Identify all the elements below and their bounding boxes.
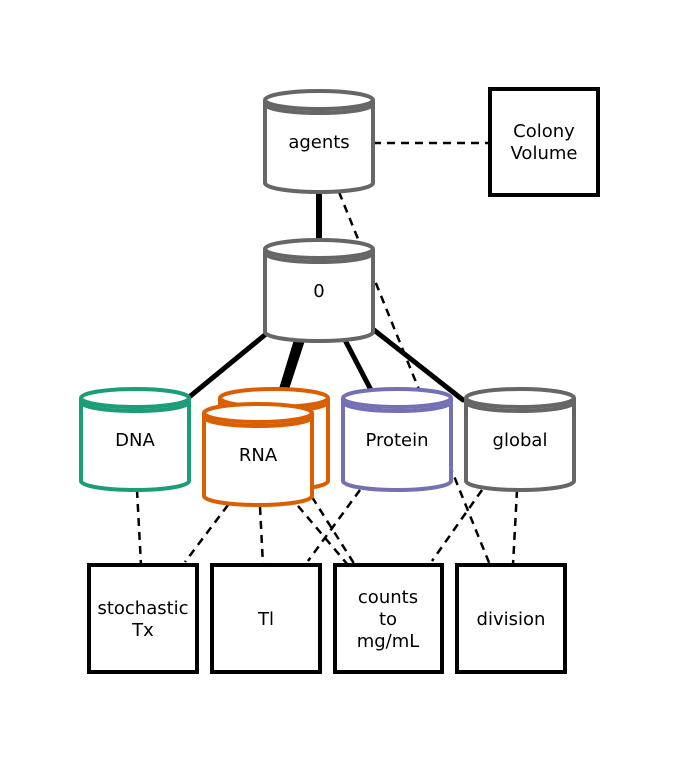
- cylinder-rim: [202, 416, 314, 428]
- cylinder-body: [79, 398, 191, 492]
- process-stochastic-tx[interactable]: stochastic Tx: [87, 563, 199, 674]
- edge-dna-stochastic-tx: [135, 489, 143, 566]
- cylinder-body: [263, 249, 375, 343]
- cylinder-body: [341, 398, 453, 492]
- process-colony-volume[interactable]: Colony Volume: [488, 87, 600, 197]
- process-label-counts-2: to: [379, 609, 397, 630]
- edge-global-division: [511, 489, 519, 566]
- cylinder-top: [202, 402, 314, 424]
- process-counts[interactable]: counts to mg/mL: [333, 563, 444, 674]
- cylinder-rim: [263, 103, 375, 115]
- store-label-protein: Protein: [365, 430, 428, 451]
- edge-protein-tl: [306, 489, 362, 562]
- cylinder-body: [263, 100, 375, 194]
- process-label-colony-volume-2: Volume: [511, 143, 578, 164]
- cylinder-top: [263, 238, 375, 260]
- process-label-division: division: [477, 609, 546, 630]
- store-dna[interactable]: [79, 387, 191, 492]
- process-box: [87, 563, 199, 674]
- cylinder-top: [341, 387, 453, 409]
- process-label-counts-1: counts: [358, 587, 418, 608]
- process-box: [333, 563, 444, 674]
- cylinder-rim: [263, 252, 375, 264]
- store-label-agents: agents: [288, 132, 349, 153]
- hierarchy-edges: [185, 189, 466, 415]
- process-edges: [135, 141, 519, 566]
- process-division[interactable]: division: [455, 563, 567, 674]
- edge-rna-stochastic-tx: [184, 504, 229, 563]
- store-zero[interactable]: [263, 238, 375, 343]
- cylinder-top: [464, 387, 576, 409]
- edge-agents-division: [337, 191, 492, 566]
- cylinder-top: [263, 89, 375, 111]
- cylinder-rim: [464, 401, 576, 413]
- cylinder-rim: [79, 401, 191, 413]
- process-box: [488, 87, 600, 197]
- edge-global-counts: [430, 489, 484, 562]
- process-label-stochastic-tx-1: stochastic: [97, 598, 188, 619]
- store-label-rna: RNA: [239, 445, 278, 466]
- process-tl[interactable]: Tl: [210, 563, 322, 674]
- store-label-dna: DNA: [115, 430, 155, 451]
- process-label-stochastic-tx-2: Tx: [131, 620, 154, 641]
- edge-0-protein: [342, 337, 375, 395]
- store-rna[interactable]: [202, 402, 314, 507]
- store-agents[interactable]: [263, 89, 375, 194]
- process-label-tl: Tl: [257, 609, 274, 630]
- process-label-colony-volume-1: Colony: [513, 121, 575, 142]
- store-protein[interactable]: [341, 387, 453, 492]
- cylinder-body: [202, 413, 314, 507]
- cylinder-body: [464, 398, 576, 492]
- edge-rna-tl: [258, 506, 265, 566]
- process-box: [455, 563, 567, 674]
- cylinder-rim: [341, 401, 453, 413]
- process-label-counts-3: mg/mL: [357, 631, 420, 652]
- process-box: [210, 563, 322, 674]
- store-label-global: global: [493, 430, 548, 451]
- store-global[interactable]: [464, 387, 576, 492]
- edge-0-dna: [185, 331, 269, 401]
- cylinder-top: [79, 387, 191, 409]
- edge-0-global: [371, 327, 466, 403]
- store-label-zero: 0: [313, 281, 324, 302]
